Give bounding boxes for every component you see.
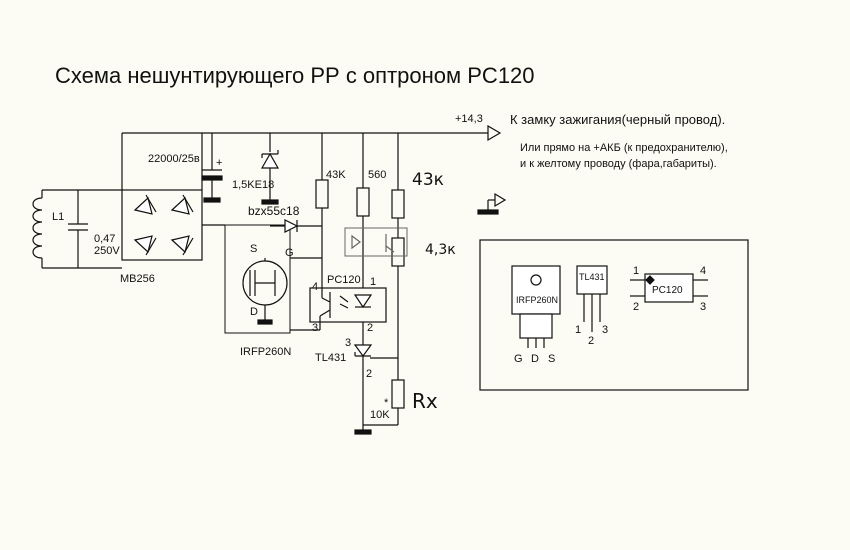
voltage-label: +14,3 [455,113,483,125]
bridge-outline [121,189,203,261]
label-bridge: MB256 [120,273,155,285]
note-line-1: Или прямо на +АКБ (к предохранителю), [520,142,728,154]
pinout-irfp-s: S [548,353,555,365]
label-opto-pin4: 4 [312,281,318,293]
pinout-tl-3: 3 [602,324,608,336]
label-opto-pin3: 3 [312,322,318,334]
label-tl-name: TL431 [315,352,346,364]
pinout-irfp-label: IRFP260N [516,295,558,305]
bridge-diodes [133,194,194,256]
note-line-2: и к желтому проводу (фара,габариты). [520,158,717,170]
label-zener: bzx55c18 [248,204,300,218]
label-cap-main: 22000/25в [148,153,200,165]
pinout-irfp-g: G [514,353,523,365]
label-rx: Rx [412,389,438,413]
pinout-pc-4: 4 [700,265,706,277]
pc120-pinout [630,273,708,303]
label-mosfet-g: G [285,247,294,259]
pinout-pc-label: PC120 [652,285,683,296]
label-l1: L1 [52,211,64,223]
label-cap-047: 0,47 [94,233,115,245]
component-labels: +14,3 К замку зажигания(черный провод). … [52,112,728,421]
pinout-pc-1: 1 [633,265,639,277]
irfp260n-pinout [511,265,561,348]
label-r10k: 10K [370,409,390,421]
label-r560: 560 [368,169,386,181]
label-tl-pin2: 2 [366,368,372,380]
pinout-pc-2: 2 [633,301,639,313]
pinout-tl-label: TL431 [579,272,605,282]
pinout-tl-2: 2 [588,335,594,347]
pinout-irfp-d: D [531,353,539,365]
label-opto-pin1: 1 [370,276,376,288]
label-plus: + [216,157,222,169]
label-opto-name: PC120 [327,274,361,286]
label-tvs: 1,5KE18 [232,179,274,191]
page-title: Схема нешунтирующего РР с оптроном PC120 [55,63,535,88]
label-r10k-star: * [384,397,389,409]
label-hand-43k: 43к [412,170,444,190]
opto-body [309,287,387,323]
mosfet-loop [224,224,291,334]
pinout-panel: IRFP260N G D S TL431 1 2 3 PC120 1 2 3 4 [479,239,749,391]
label-tl-pin3: 3 [345,337,351,349]
tl431-pinout [576,265,608,332]
label-opto-pin2: 2 [367,322,373,334]
label-mosfet-s: S [250,243,257,255]
pinout-pc-3: 3 [700,301,706,313]
label-mosfet-name: IRFP260N [240,346,291,358]
label-mosfet-d: D [250,306,258,318]
inductor-l1 [32,197,43,259]
wires [32,124,507,435]
label-hand-43k-2: 4,3к [425,242,456,258]
label-cap-250v: 250V [94,245,120,257]
pinout-tl-1: 1 [575,324,581,336]
ignition-label: К замку зажигания(черный провод). [510,112,725,127]
output-arrow [487,124,502,142]
label-r43k: 43K [326,169,346,181]
